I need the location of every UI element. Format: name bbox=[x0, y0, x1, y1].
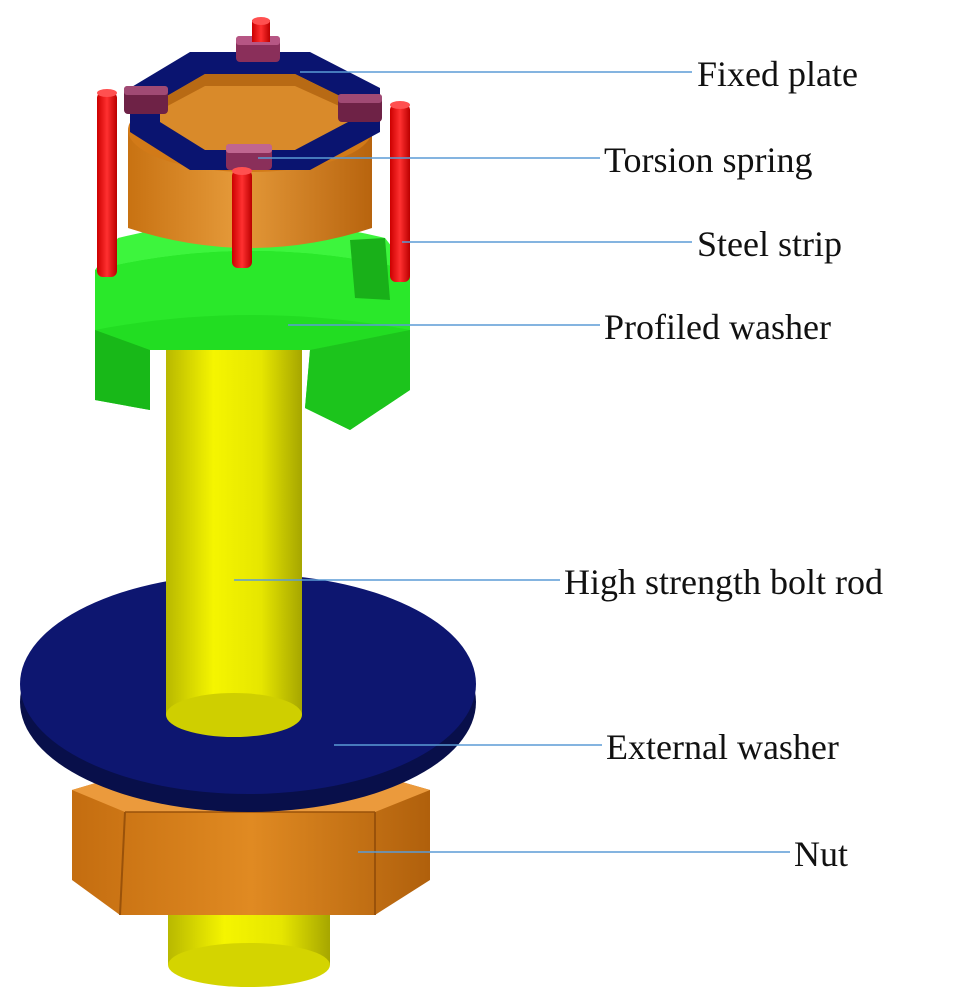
label-external-washer: External washer bbox=[606, 727, 839, 767]
labels: Fixed plate Torsion spring Steel strip P… bbox=[564, 54, 883, 874]
steel-strip bbox=[97, 17, 410, 282]
label-nut: Nut bbox=[794, 834, 848, 874]
leader-lines bbox=[234, 71, 790, 853]
label-high-strength-bolt-rod: High strength bolt rod bbox=[564, 562, 883, 602]
high-strength-bolt-rod bbox=[166, 300, 302, 737]
label-profiled-washer: Profiled washer bbox=[604, 307, 831, 347]
label-steel-strip: Steel strip bbox=[697, 224, 842, 264]
label-torsion-spring: Torsion spring bbox=[604, 140, 812, 180]
label-fixed-plate: Fixed plate bbox=[697, 54, 858, 94]
torsion-spring bbox=[124, 36, 382, 170]
fixed-plate bbox=[130, 52, 380, 170]
